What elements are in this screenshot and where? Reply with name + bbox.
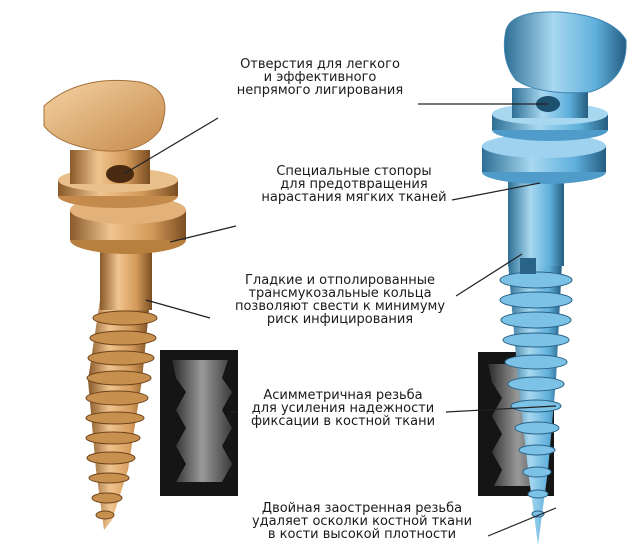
- callout-tip: Двойная заостренная резьба удаляет оскол…: [240, 502, 484, 541]
- callout-thread: Асимметричная резьба для усиления надежн…: [240, 389, 446, 428]
- callout-holes-line-3: непрямого лигирования: [224, 84, 416, 97]
- xray-inset-left: [160, 350, 238, 496]
- callout-holes: Отверстия для легкого и эффективного неп…: [224, 58, 416, 97]
- ligature-hole-gold: [106, 165, 134, 183]
- callout-thread-line-3: фиксации в костной ткани: [240, 415, 446, 428]
- callout-rings-line-4: риск инфицирования: [222, 313, 458, 326]
- callout-stoppers-line-3: нарастания мягких тканей: [254, 191, 454, 204]
- callout-rings: Гладкие и отполированные трансмукозальны…: [222, 274, 458, 326]
- callout-stoppers: Специальные стопоры для предотвращения н…: [254, 165, 454, 204]
- callout-tip-line-3: в кости высокой плотности: [240, 528, 484, 541]
